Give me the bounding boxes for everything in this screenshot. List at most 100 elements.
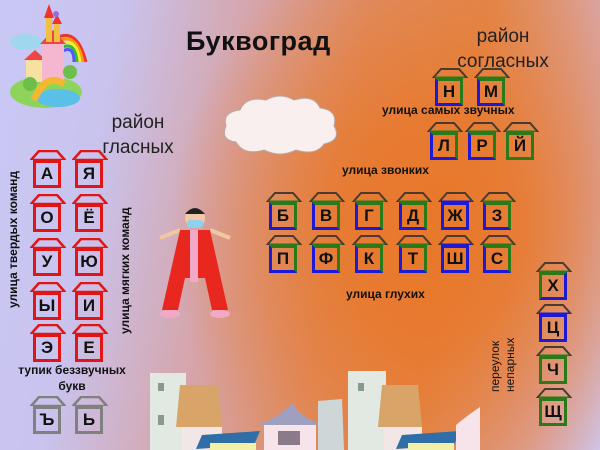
letter-a-character-image — [159, 208, 231, 318]
letter-box: Ь — [75, 406, 103, 434]
letter-box: Ж — [441, 202, 469, 230]
roof-icon — [432, 68, 468, 78]
roof-icon — [309, 235, 345, 245]
letter-house[interactable]: Д — [396, 192, 432, 232]
letter-box: Ъ — [33, 406, 61, 434]
street-soft-label: улица мягких команд — [118, 207, 132, 334]
letter-box: Е — [75, 334, 103, 362]
street-most-sonorous-label: улица самых звучных — [382, 103, 515, 117]
letter-house[interactable]: Ы — [30, 282, 66, 322]
roof-icon — [30, 324, 66, 334]
letter-house[interactable]: Щ — [536, 388, 572, 428]
letter-house[interactable]: Ш — [438, 235, 474, 275]
letter-house[interactable]: К — [352, 235, 388, 275]
roof-icon — [480, 192, 516, 202]
town-houses-image — [150, 371, 480, 450]
roof-icon — [465, 122, 501, 132]
roof-icon — [30, 396, 66, 406]
street-voiced-label: улица звонких — [342, 163, 429, 177]
letter-box: К — [355, 245, 383, 273]
letter-house[interactable]: Ъ — [30, 396, 66, 436]
letter-box: Ц — [539, 314, 567, 342]
roof-icon — [396, 235, 432, 245]
letter-house[interactable]: Ё — [72, 194, 108, 234]
letter-house[interactable]: Ж — [438, 192, 474, 232]
roof-icon — [352, 235, 388, 245]
letter-house[interactable]: Ц — [536, 304, 572, 344]
letter-house[interactable]: Й — [503, 122, 539, 162]
letter-box: Ы — [33, 292, 61, 320]
letter-box: Л — [430, 132, 458, 160]
roof-icon — [72, 150, 108, 160]
letter-house[interactable]: Б — [266, 192, 302, 232]
letter-box: И — [75, 292, 103, 320]
street-mute-label: тупик беззвучных букв — [4, 362, 140, 394]
roof-icon — [396, 192, 432, 202]
letter-house[interactable]: А — [30, 150, 66, 190]
letter-house[interactable]: Л — [427, 122, 463, 162]
letter-house[interactable]: Ч — [536, 346, 572, 386]
letter-box: М — [477, 78, 505, 106]
roof-icon — [480, 235, 516, 245]
roof-icon — [438, 235, 474, 245]
letter-box: У — [33, 248, 61, 276]
roof-icon — [536, 304, 572, 314]
letter-box: Щ — [539, 398, 567, 426]
letter-house[interactable]: Е — [72, 324, 108, 364]
letter-box: Я — [75, 160, 103, 188]
letter-house[interactable]: С — [480, 235, 516, 275]
letter-box: О — [33, 204, 61, 232]
roof-icon — [352, 192, 388, 202]
letter-house[interactable]: Н — [432, 68, 468, 108]
letter-house[interactable]: У — [30, 238, 66, 278]
letter-house[interactable]: М — [474, 68, 510, 108]
roof-icon — [427, 122, 463, 132]
letter-box: З — [483, 202, 511, 230]
letter-box: Ч — [539, 356, 567, 384]
letter-house[interactable]: Я — [72, 150, 108, 190]
roof-icon — [536, 262, 572, 272]
roof-icon — [30, 150, 66, 160]
letter-house[interactable]: И — [72, 282, 108, 322]
letter-box: Ф — [312, 245, 340, 273]
roof-icon — [309, 192, 345, 202]
street-unpaired-line1: переулок — [488, 340, 502, 392]
letter-box: Р — [468, 132, 496, 160]
street-mute-line2: букв — [58, 379, 86, 393]
district-vowels-label: район гласных — [88, 110, 188, 160]
street-mute-line1: тупик беззвучных — [18, 363, 126, 377]
district-vowels-line2: гласных — [102, 137, 174, 158]
roof-icon — [72, 396, 108, 406]
letter-house[interactable]: П — [266, 235, 302, 275]
letter-house[interactable]: Т — [396, 235, 432, 275]
letter-box: Н — [435, 78, 463, 106]
letter-house[interactable]: Ф — [309, 235, 345, 275]
roof-icon — [266, 235, 302, 245]
letter-house[interactable]: Э — [30, 324, 66, 364]
roof-icon — [503, 122, 539, 132]
letter-box: Ш — [441, 245, 469, 273]
letter-house[interactable]: Р — [465, 122, 501, 162]
letter-house[interactable]: Г — [352, 192, 388, 232]
letter-box: Г — [355, 202, 383, 230]
roof-icon — [30, 282, 66, 292]
roof-icon — [474, 68, 510, 78]
letter-house[interactable]: Х — [536, 262, 572, 302]
street-unpaired-label: переулок непарных — [488, 338, 518, 392]
letter-house[interactable]: Ю — [72, 238, 108, 278]
letter-house[interactable]: З — [480, 192, 516, 232]
letter-house[interactable]: О — [30, 194, 66, 234]
letter-house[interactable]: В — [309, 192, 345, 232]
letter-box: А — [33, 160, 61, 188]
district-consonants-label: район согласных — [448, 24, 558, 74]
district-vowels-line1: район — [111, 112, 165, 133]
letter-house[interactable]: Ь — [72, 396, 108, 436]
letter-box: Й — [506, 132, 534, 160]
letter-box: Х — [539, 272, 567, 300]
district-consonants-line2: согласных — [457, 51, 549, 72]
letter-box: Ю — [75, 248, 103, 276]
letter-box: Д — [399, 202, 427, 230]
castle-image — [10, 4, 88, 108]
letter-box: В — [312, 202, 340, 230]
roof-icon — [72, 238, 108, 248]
